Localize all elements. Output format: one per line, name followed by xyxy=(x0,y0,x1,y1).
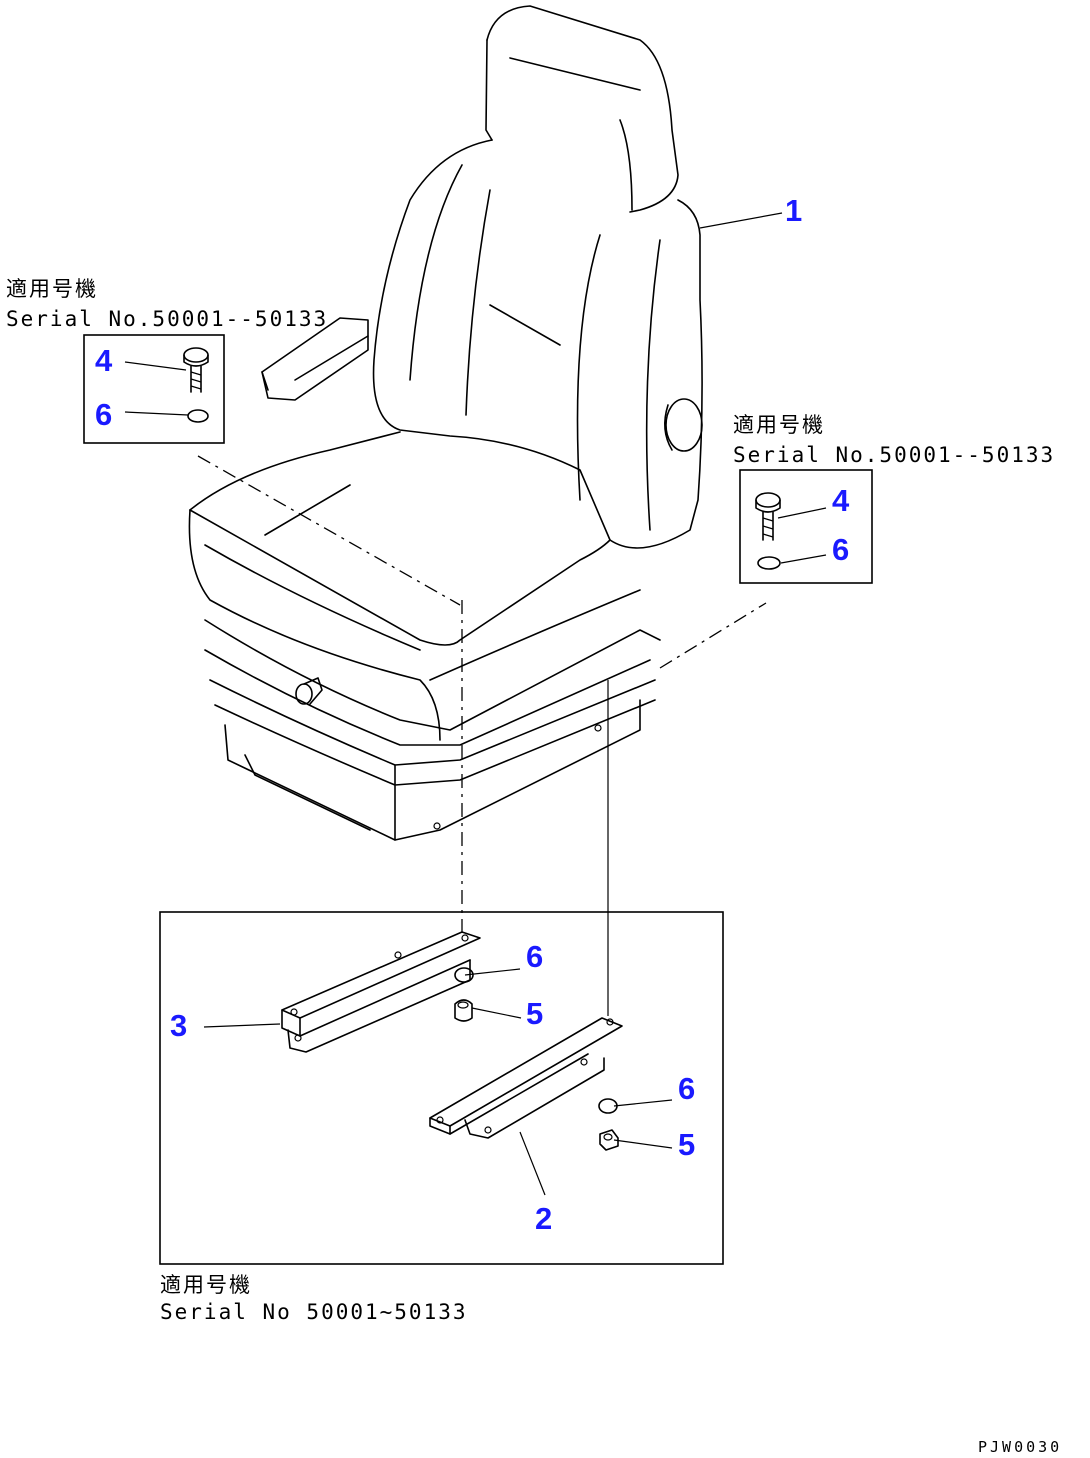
callout-6-bottom-left: 6 xyxy=(526,939,543,974)
seat-side-knob xyxy=(664,398,703,452)
seat-backrest xyxy=(372,139,703,549)
seat-armrest xyxy=(261,317,369,401)
callout-4-left: 4 xyxy=(95,343,113,378)
bolt-icon xyxy=(755,492,781,541)
seat-headrest xyxy=(485,5,679,213)
nut-icon xyxy=(599,1129,619,1151)
callout-5-bottom-right: 5 xyxy=(678,1127,695,1162)
callout-1: 1 xyxy=(785,193,802,228)
note-bottom-title: 適用号機 xyxy=(160,1273,252,1297)
leader-lines xyxy=(197,212,783,1196)
seat-cushion xyxy=(188,431,641,741)
callout-3: 3 xyxy=(170,1008,187,1043)
callout-5-bottom-left: 5 xyxy=(526,996,543,1031)
washer-icon xyxy=(757,556,781,570)
callout-6-left: 6 xyxy=(95,397,112,432)
note-right-title: 適用号機 xyxy=(733,413,825,437)
left-inset-box xyxy=(83,334,225,444)
note-bottom-serial: Serial No 50001~50133 xyxy=(160,1300,468,1324)
washer-icon xyxy=(454,967,474,983)
rail-left xyxy=(281,931,481,1053)
washer-icon xyxy=(187,409,209,423)
bottom-inset-box xyxy=(159,911,724,1265)
callout-6-right: 6 xyxy=(832,532,849,567)
rail-right xyxy=(429,1017,623,1139)
bolt-icon xyxy=(183,347,209,393)
note-left-serial: Serial No.50001--50133 xyxy=(6,307,328,331)
note-right-serial: Serial No.50001--50133 xyxy=(733,443,1055,467)
note-left-title: 適用号機 xyxy=(6,277,98,301)
callout-6-bottom-right: 6 xyxy=(678,1071,695,1106)
right-inset-box xyxy=(739,469,873,584)
washer-icon xyxy=(598,1098,618,1114)
nut-icon xyxy=(454,999,473,1022)
drawing-reference: PJW0030 xyxy=(978,1438,1062,1456)
seat-suspension-base xyxy=(204,619,661,841)
callout-2: 2 xyxy=(535,1201,552,1236)
callout-4-right: 4 xyxy=(832,483,850,518)
